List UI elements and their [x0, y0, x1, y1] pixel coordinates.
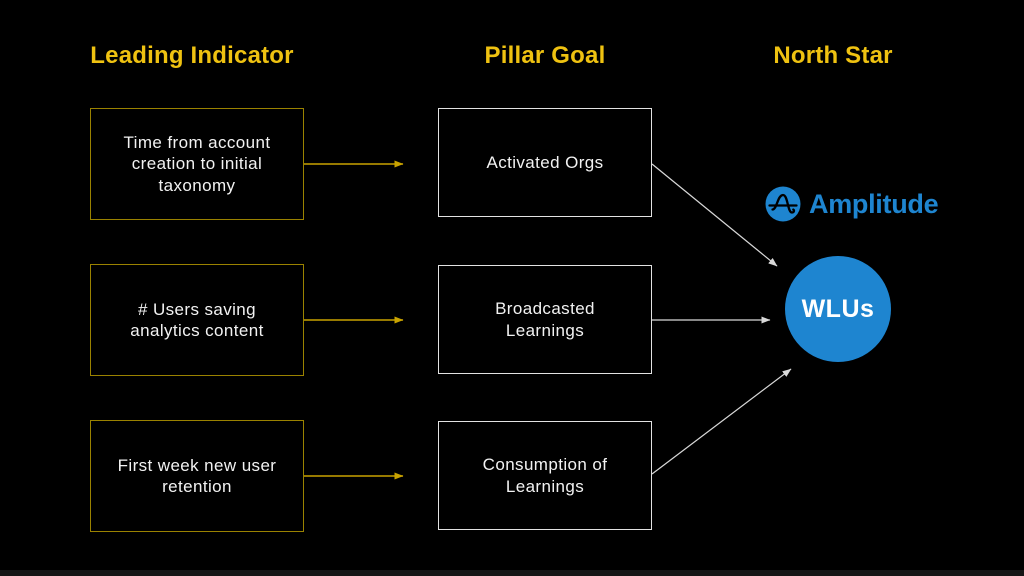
pillar-goal-label-3: Consumption of Learnings	[482, 455, 608, 496]
leading-indicator-label-3: First week new user retention	[117, 455, 277, 496]
pillar-goal-label-1: Activated Orgs	[486, 152, 604, 172]
white-arrow-consumption-to-wlus	[651, 368, 792, 475]
amplitude-wordmark: Amplitude	[809, 188, 939, 219]
pillar-goal-box-1: Activated Orgs	[438, 108, 652, 217]
pillar-goal-box-2: Broadcasted Learnings	[438, 265, 652, 374]
north-star-wlus-circle: WLUs	[785, 256, 891, 362]
amplitude-brand: Amplitude	[765, 186, 939, 222]
column-header-pillar-goal: Pillar Goal	[484, 42, 606, 69]
leading-indicator-box-1: Time from account creation to initial ta…	[90, 108, 304, 220]
wlus-label: WLUs	[801, 294, 875, 323]
pillar-goal-label-2: Broadcasted Learnings	[495, 299, 595, 340]
bottom-edge-strip	[0, 570, 1024, 576]
leading-indicator-label-2: # Users saving analytics content	[130, 299, 264, 340]
column-header-leading-indicator: Leading Indicator	[90, 42, 294, 69]
leading-indicator-box-2: # Users saving analytics content	[90, 264, 304, 376]
leading-indicator-box-3: First week new user retention	[90, 420, 304, 532]
leading-indicator-label-1: Time from account creation to initial ta…	[123, 132, 271, 195]
column-header-north-star: North Star	[773, 42, 893, 69]
white-arrow-activated-to-wlus	[651, 163, 778, 267]
pillar-goal-box-3: Consumption of Learnings	[438, 421, 652, 530]
amplitude-wave-icon	[765, 186, 801, 222]
